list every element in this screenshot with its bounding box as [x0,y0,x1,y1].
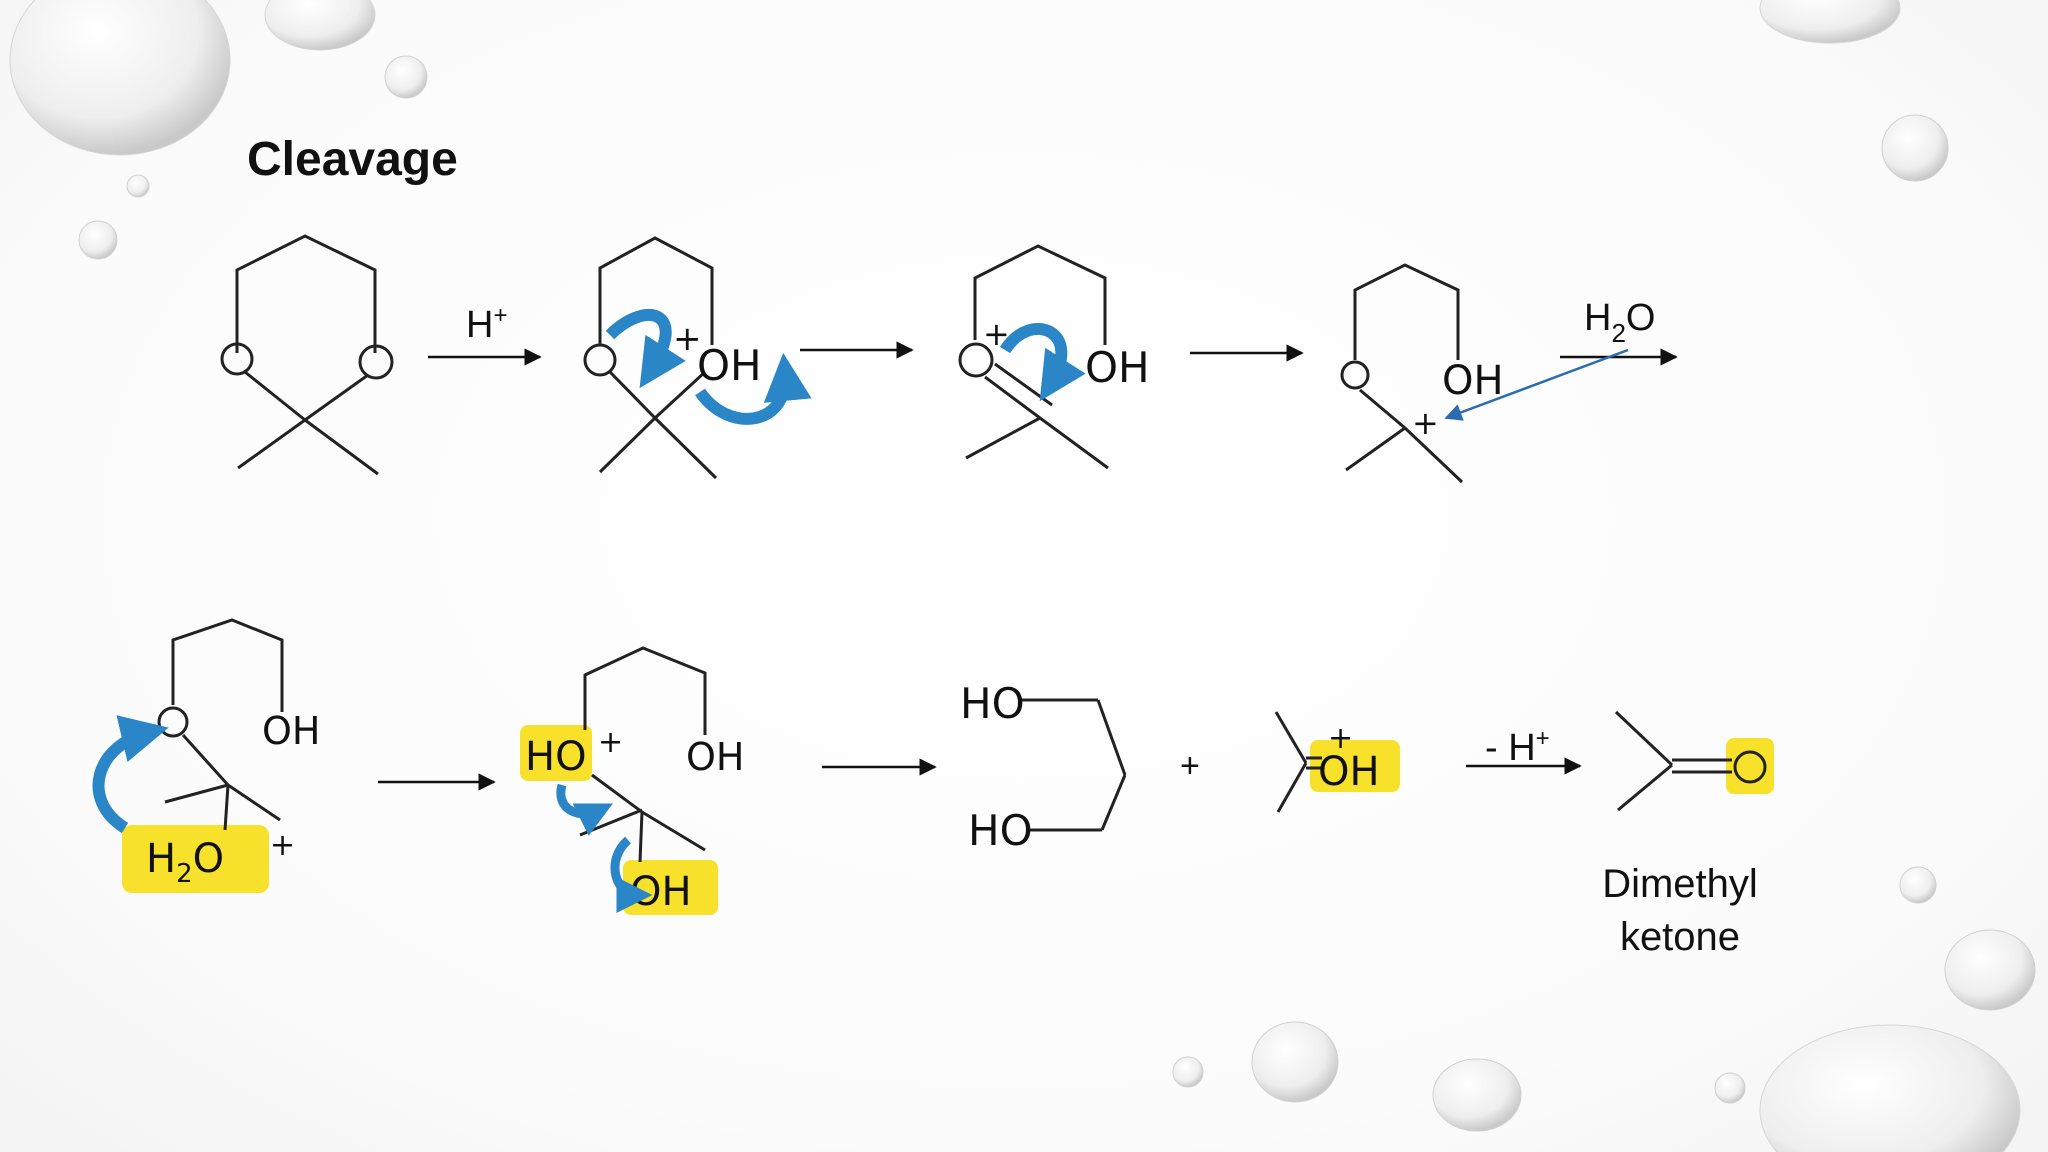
nucleophile-pointer-arrow [1444,348,1629,421]
water-ligand-label: H2O [146,836,224,889]
electron-arrow-icon [999,322,1086,402]
hydroxyl-label: OH [697,341,762,390]
highlight-marker [1726,738,1774,794]
hydroxyl-label: HO [968,806,1033,855]
plus-charge: + [1412,404,1439,442]
protonated-acetone-molecule [1274,711,1322,813]
plus-charge: + [673,319,702,359]
hydroxyl-label: OH [1318,749,1380,795]
plus-charge: + [1328,721,1353,756]
protonated-ho-label: HO [525,734,587,780]
hydroxyl-label: OH [686,735,744,779]
hydroxyl-label: OH [1442,358,1504,404]
plus-charge: + [270,828,295,863]
product-name-line1: Dimethyl [1602,862,1758,906]
electron-arrow-icon [556,783,613,836]
plus-charge: + [598,725,623,760]
hydroxyl-label: HO [960,679,1025,728]
acid-reagent-label: H+ [466,302,507,346]
water-reagent-label: H2O [1584,297,1655,348]
cyclic-acetal-molecule [220,234,394,476]
hydroxyl-label: OH [1085,343,1150,392]
carbocation-molecule [1340,263,1464,484]
acetone-molecule [1614,710,1767,812]
water-droplets-decoration [9,0,2036,1152]
slide-title: Cleavage [247,133,458,186]
deprotonation-label: - H+ [1485,725,1550,769]
diol-molecule [1018,698,1127,832]
electron-arrow-icon [92,715,169,834]
water-adduct-molecule [157,618,284,831]
reaction-plus-sign: + [1180,747,1200,785]
protonated-acetal-molecule [583,236,718,480]
highlight-marker [1310,740,1400,792]
hydroxyl-label: OH [262,709,320,753]
highlight-marker [520,725,592,781]
electron-arrow-icon [610,836,653,913]
electron-arrow-icon [605,309,686,389]
oxocarbenium-molecule [958,244,1109,470]
hydroxyl-label: OH [630,869,692,915]
highlight-marker [122,825,269,893]
electron-arrow-icon [695,352,812,425]
product-name-line2: ketone [1620,915,1740,959]
